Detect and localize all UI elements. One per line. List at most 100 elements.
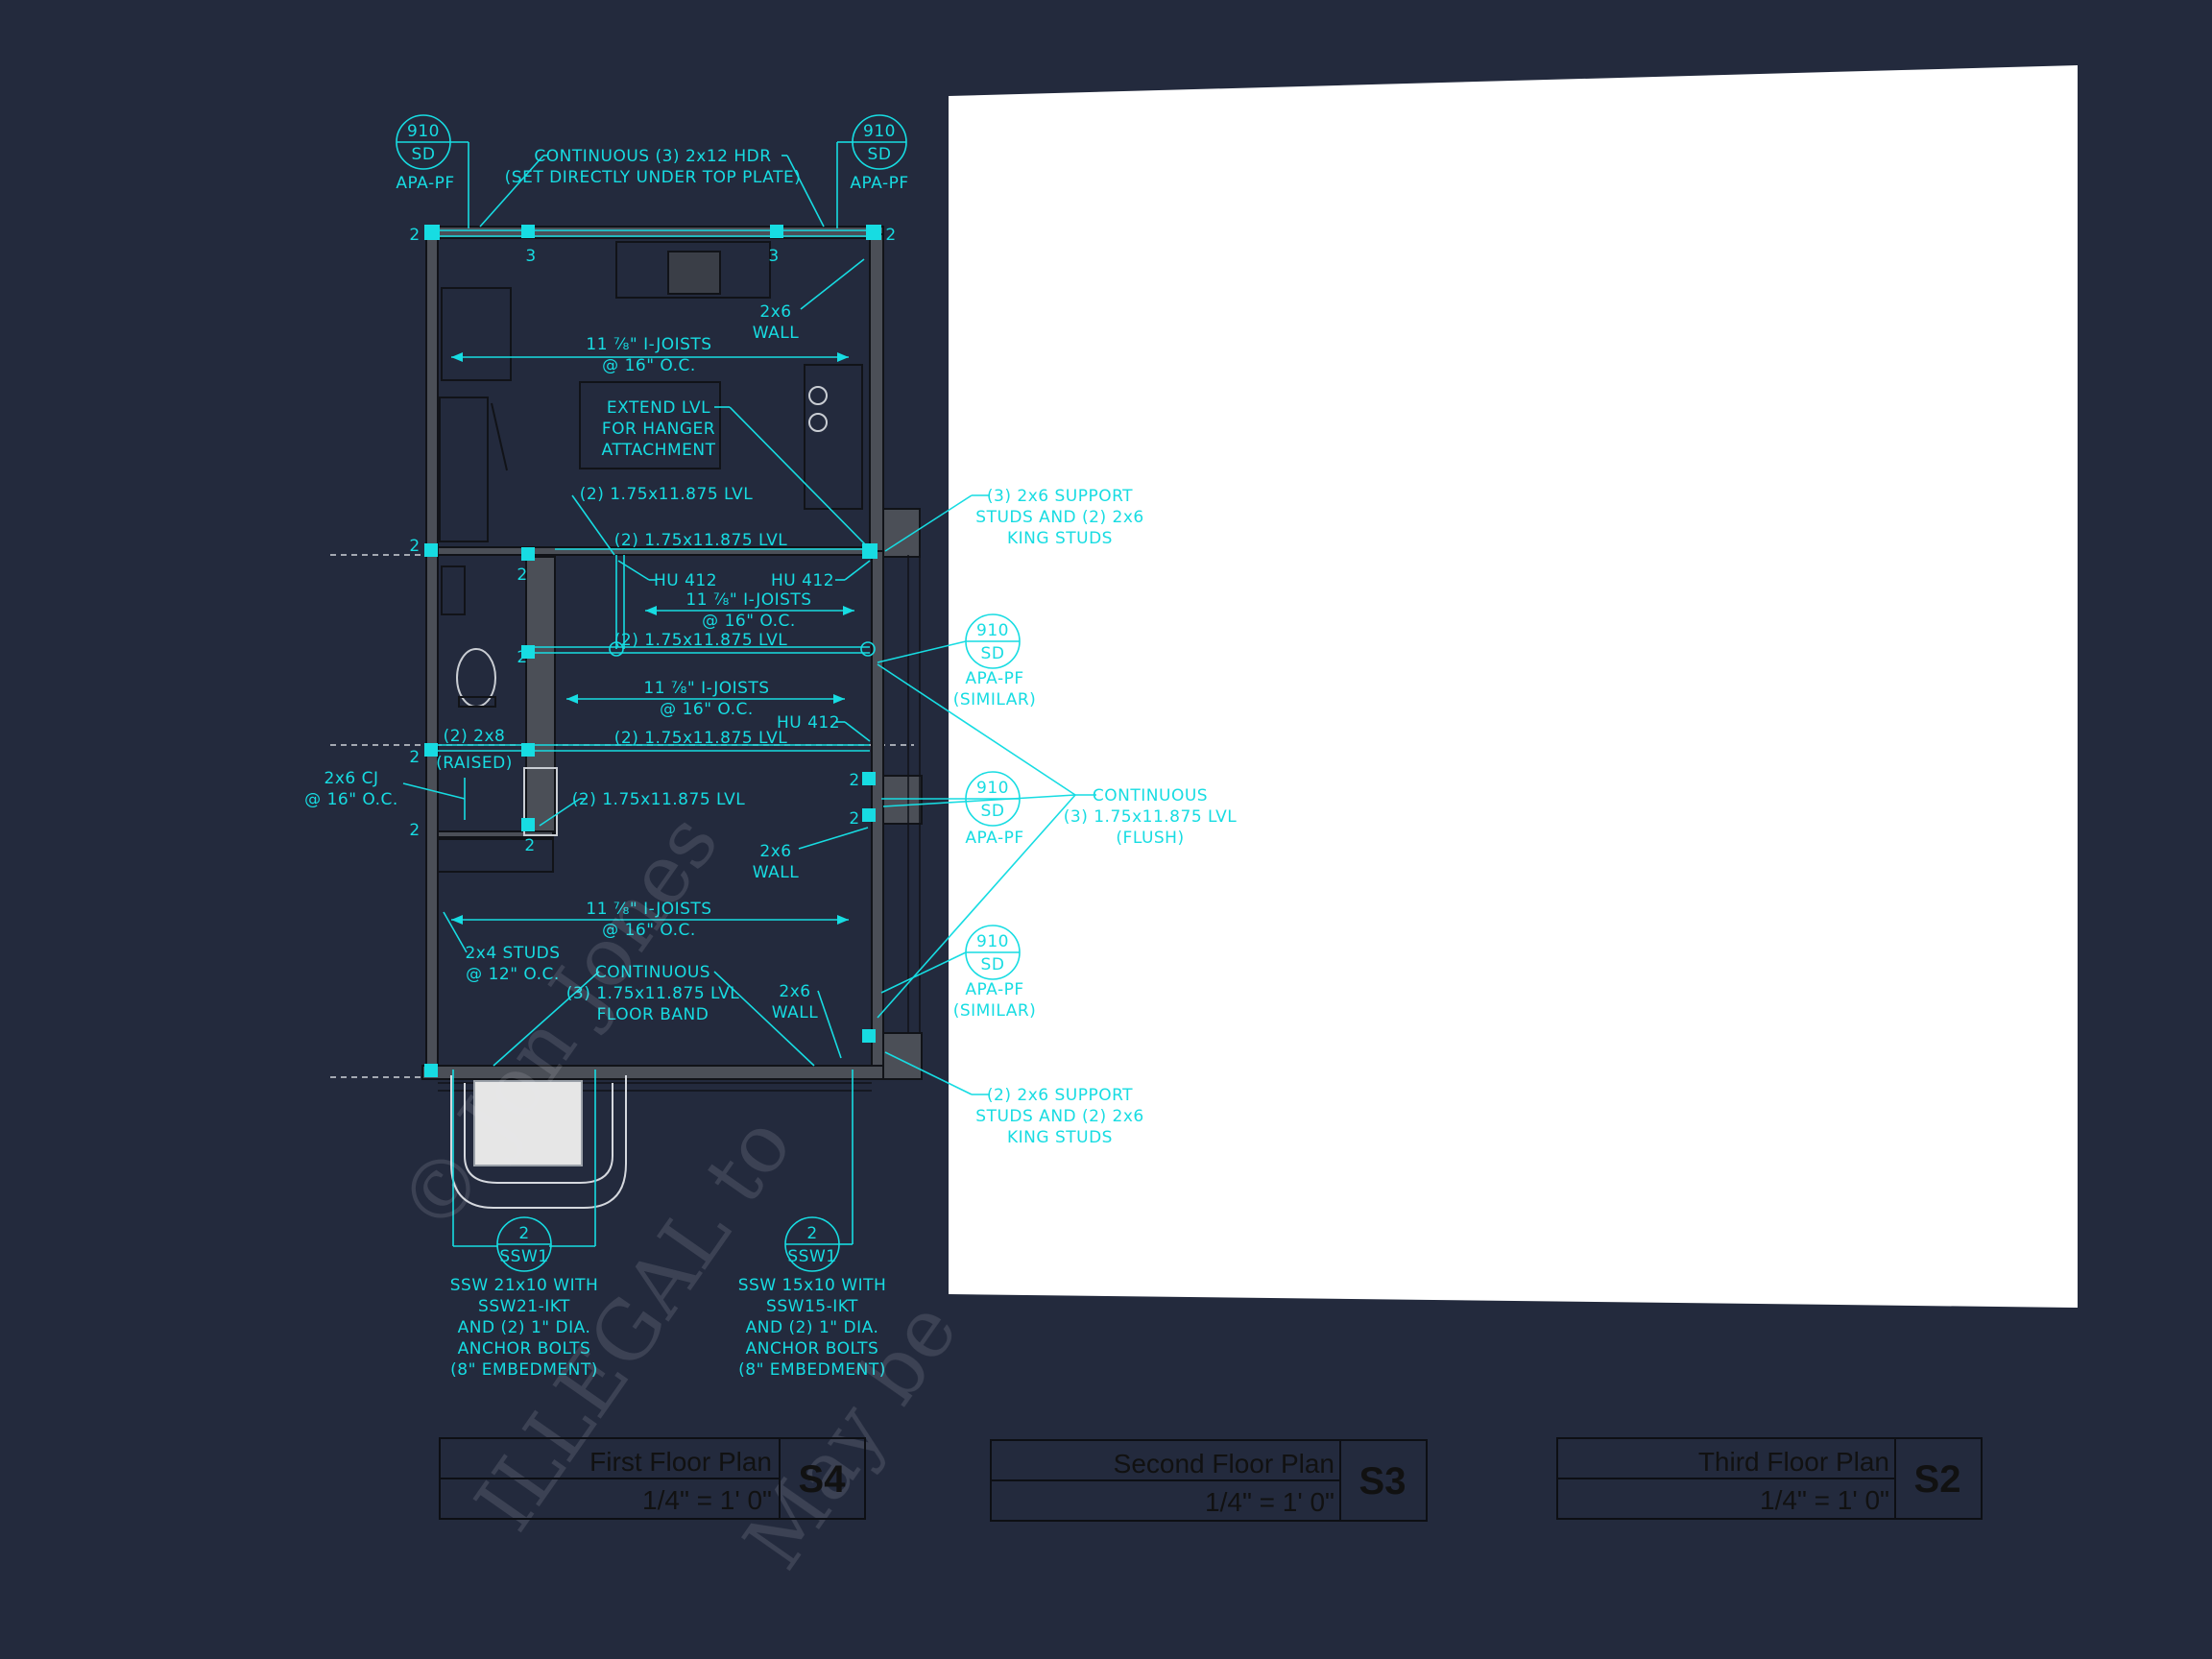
support-line3: KING STUDS — [1007, 529, 1113, 548]
lvl-beam-1: (2) 1.75x11.875 LVL — [555, 531, 870, 550]
sheet-number: S3 — [1359, 1460, 1407, 1503]
bay-seat — [473, 1080, 583, 1166]
post-east-3 — [882, 1032, 923, 1080]
flush-line3: (FLUSH) — [1116, 829, 1184, 848]
grid-sheet: SD — [412, 145, 436, 164]
burner — [808, 386, 828, 405]
lvl-beam-3: (2) 1.75x11.875 LVL — [438, 729, 870, 752]
wall-label: WALL — [753, 324, 799, 343]
column-markers — [424, 225, 881, 1077]
plan-name: Second Floor Plan — [1114, 1449, 1334, 1479]
grid-bubble-right-1: 910 SD APA-PF (SIMILAR) — [877, 613, 1036, 709]
lvl-beam-2: (2) 1.75x11.875 LVL — [534, 631, 876, 657]
grid-sheet: SD — [981, 644, 1005, 663]
continuous-flush-note: CONTINUOUS (3) 1.75x11.875 LVL (FLUSH) — [877, 663, 1238, 1019]
ssw-line1: SSW 21x10 WITH — [450, 1276, 599, 1295]
extend-line2: FOR HANGER — [602, 420, 715, 439]
bay-inner — [464, 1083, 613, 1184]
extend-line1: EXTEND LVL — [607, 398, 710, 418]
header-note: CONTINUOUS (3) 2x12 HDR (SET DIRECTLY UN… — [479, 147, 825, 228]
shear-wall-number: 2 — [806, 1224, 817, 1243]
grid-number: 910 — [863, 122, 896, 141]
joist-spacing: @ 16" O.C. — [702, 612, 796, 631]
joist-spacing: @ 16" O.C. — [602, 356, 696, 375]
shear-wall-bubble-left: 2 SSW1 SSW 21x10 WITH SSW21-IKT AND (2) … — [450, 1070, 599, 1380]
joist-spacing: @ 16" O.C. — [660, 700, 754, 719]
wall-label: WALL — [753, 863, 799, 882]
plan-name: Third Floor Plan — [1698, 1447, 1889, 1477]
ssw-line2: SSW15-IKT — [766, 1297, 858, 1316]
kitchen-sink — [667, 251, 721, 295]
grid-sheet: SD — [981, 802, 1005, 821]
wall-note-bottom: 2x6 WALL — [772, 982, 842, 1059]
column-tag: 2 — [849, 771, 859, 790]
flush-line2: (3) 1.75x11.875 LVL — [1064, 807, 1238, 827]
wall-size: 2x6 — [759, 302, 791, 322]
sheet-number: S2 — [1914, 1458, 1961, 1501]
column-tag: 2 — [524, 836, 535, 855]
ssw-line2: SSW21-IKT — [478, 1297, 570, 1316]
grid-label: APA-PF — [965, 980, 1023, 999]
wall-size: 2x6 — [779, 982, 810, 1001]
shear-wall-bubble-right: 2 SSW1 SSW 15x10 WITH SSW15-IKT AND (2) … — [738, 1070, 887, 1380]
support-line1: (2) 2x6 SUPPORT — [987, 1086, 1133, 1105]
floor-band-note: CONTINUOUS (3) 1.75x11.875 LVL FLOOR BAN… — [493, 963, 815, 1067]
sheet-number: S4 — [799, 1458, 847, 1501]
cj-size: 2x6 CJ — [325, 769, 379, 788]
joist-run-1: 11 ⅞" I-JOISTS @ 16" O.C. — [451, 335, 849, 375]
extend-line3: ATTACHMENT — [602, 441, 716, 460]
ssw-line3: AND (2) 1" DIA. — [746, 1318, 879, 1337]
grid-number: 910 — [407, 122, 440, 141]
hanger-label: HU 412 — [771, 571, 834, 590]
column-tag: 2 — [409, 821, 420, 840]
range-counter — [804, 364, 863, 510]
closet — [523, 767, 558, 836]
ssw-line3: AND (2) 1" DIA. — [458, 1318, 591, 1337]
refrigerator — [441, 287, 512, 381]
hanger-left: HU 412 — [617, 560, 717, 590]
raised-joist-size: (2) 2x8 — [444, 727, 506, 746]
support-line2: STUDS AND (2) 2x6 — [975, 508, 1143, 527]
hanger-middle: HU 412 — [777, 713, 871, 742]
support-line3: KING STUDS — [1007, 1128, 1113, 1147]
column-tag: 3 — [525, 247, 536, 266]
ssw-line4: ANCHOR BOLTS — [458, 1339, 591, 1358]
studs-size: 2x4 STUDS — [465, 944, 560, 963]
column-tag: 2 — [409, 226, 420, 245]
joist-run-4: 11 ⅞" I-JOISTS @ 16" O.C. — [451, 900, 849, 940]
grid-sheet: SD — [981, 955, 1005, 974]
joist-spec: 11 ⅞" I-JOISTS — [643, 679, 769, 698]
ssw-line4: ANCHOR BOLTS — [746, 1339, 879, 1358]
raised-joist-label: (RAISED) — [436, 754, 513, 773]
joist-spec: 11 ⅞" I-JOISTS — [685, 590, 811, 610]
bay-outline — [450, 1075, 627, 1209]
column-tag: 3 — [768, 247, 779, 266]
lvl-short: (2) 1.75x11.875 LVL — [539, 790, 746, 827]
band-line3: FLOOR BAND — [597, 1005, 709, 1024]
column-tag: 2 — [517, 565, 527, 585]
furniture — [437, 241, 863, 873]
support-studs-note-1: (3) 2x6 SUPPORT STUDS AND (2) 2x6 KING S… — [884, 487, 1143, 552]
raised-joist-note: (2) 2x8 (RAISED) — [436, 727, 513, 773]
wall-size: 2x6 — [759, 842, 791, 861]
plan-name: First Floor Plan — [589, 1447, 772, 1477]
bath-vanity — [441, 565, 466, 615]
shear-wall-sheet: SSW1 — [787, 1247, 836, 1266]
studs-spacing: @ 12" O.C. — [466, 965, 560, 984]
hanger-label: HU 412 — [777, 713, 840, 733]
interior-wall-2 — [525, 556, 556, 836]
column-tag: 2 — [409, 748, 420, 767]
lvl-short-label: (2) 1.75x11.875 LVL — [572, 790, 746, 809]
stair — [437, 836, 554, 873]
grid-sheet: SD — [868, 145, 892, 164]
wall-note-top: 2x6 WALL — [753, 258, 865, 343]
header-note-line1: CONTINUOUS (3) 2x12 HDR — [534, 147, 771, 166]
ssw-line1: SSW 15x10 WITH — [738, 1276, 887, 1295]
joist-run-3: 11 ⅞" I-JOISTS @ 16" O.C. — [566, 679, 845, 719]
cj-spacing: @ 16" O.C. — [304, 790, 398, 809]
lvl-beam-label: (2) 1.75x11.875 LVL — [614, 631, 788, 650]
grid-number: 910 — [976, 779, 1009, 798]
east-wall-upper — [869, 233, 884, 552]
hanger-right: HU 412 — [771, 560, 871, 590]
